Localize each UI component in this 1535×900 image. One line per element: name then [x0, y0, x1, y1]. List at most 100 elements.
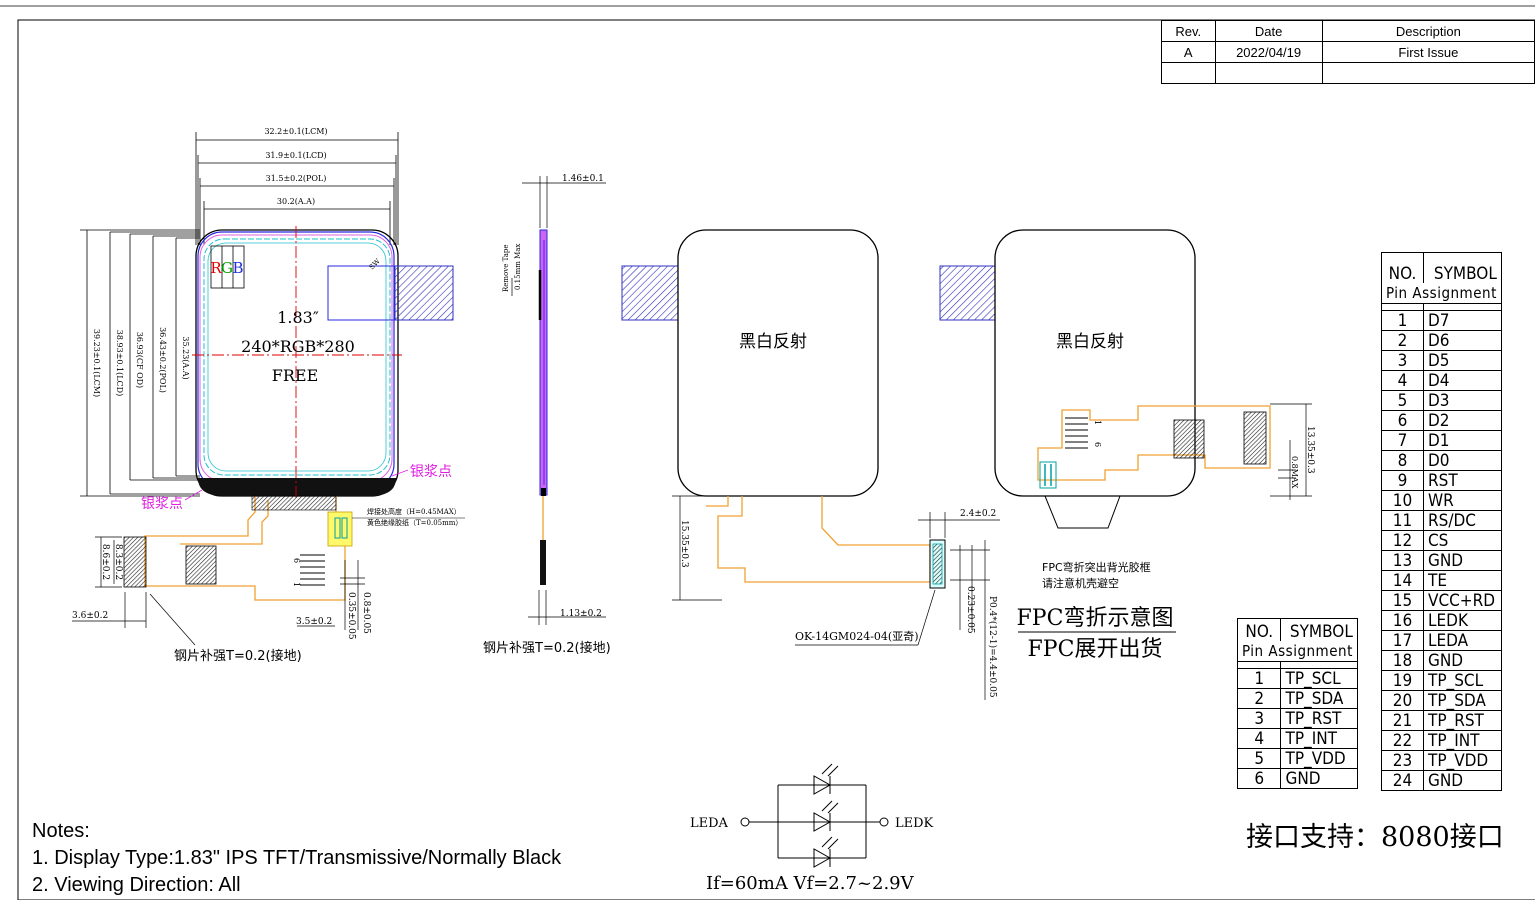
- pin-number: 24: [1381, 770, 1424, 791]
- dim-3-5: 3.5±0.2: [296, 617, 332, 627]
- pin-number: 7: [1381, 430, 1424, 451]
- rgb-g: G: [221, 259, 233, 277]
- pin-symbol: CS: [1422, 530, 1502, 551]
- pin-symbol: D0: [1422, 450, 1502, 471]
- pin-number: 6: [1236, 768, 1282, 789]
- pin-number: 20: [1381, 690, 1424, 711]
- pin-no-header: NO.: [1236, 618, 1282, 641]
- pin-symbol: VCC+RD: [1422, 590, 1502, 611]
- revision-row: A 2022/04/19 First Issue: [1161, 41, 1535, 63]
- pin-symbol: GND: [1422, 650, 1502, 671]
- pin-number: 23: [1381, 750, 1424, 771]
- revision-table: Rev. Date Description A 2022/04/19 First…: [1161, 20, 1535, 84]
- tape-dim: 0.15mm Max: [514, 244, 522, 290]
- pin-symbol: LEDK: [1422, 610, 1502, 631]
- notes-block: Notes: 1. Display Type:1.83" IPS TFT/Tra…: [32, 818, 561, 899]
- pin-symbol-header: SYMBOL: [1423, 252, 1502, 283]
- pin-number: 2: [1236, 688, 1282, 709]
- pin-symbol: D6: [1422, 330, 1502, 351]
- pin-symbol: D3: [1422, 390, 1502, 411]
- pin-symbol: GND: [1422, 770, 1502, 791]
- pin-number: 21: [1381, 710, 1424, 731]
- pin-number: 12: [1381, 530, 1424, 551]
- connector-label: OK-14GM024-04(亚奇): [795, 630, 919, 643]
- pin-table-subheader: Pin Assignment: [1237, 641, 1358, 662]
- revision-row-empty: [1161, 62, 1535, 84]
- pin-symbol: D2: [1422, 410, 1502, 431]
- pin-label-1-front: 1: [292, 582, 301, 587]
- stiffener-note-side: 钢片补强T=0.2(接地): [483, 640, 611, 656]
- pin-assignment-header: Pin Assignment: [1237, 641, 1358, 662]
- rgb-r: R: [210, 259, 222, 277]
- dim-lcd-width: 31.9±0.1(LCD): [265, 151, 326, 160]
- panel-free: FREE: [272, 366, 319, 385]
- side-view: 1.46±0.1 Remove Tape 0.15mm Max 1.13±0.2…: [483, 174, 611, 656]
- dim-aa-width: 30.2(A.A): [277, 197, 315, 206]
- rev-cell: A: [1161, 41, 1216, 63]
- pin-number: 17: [1381, 630, 1424, 651]
- rev-header: Rev.: [1161, 20, 1216, 42]
- led-spec: If=60mA Vf=2.7~2.9V: [706, 873, 915, 894]
- label-bw-reflect-left: 黑白反射: [739, 332, 807, 352]
- pin-symbol: TP_RST: [1422, 710, 1502, 731]
- dim-15-35: 15.35±0.3: [679, 520, 689, 568]
- dim-lcm-height: 39.23±0.1(LCM): [92, 329, 101, 397]
- pin-symbol: D4: [1422, 370, 1502, 391]
- fpc-note-2: 请注意机壳避空: [1042, 576, 1119, 590]
- silver-point-right: 银浆点: [410, 464, 452, 480]
- pin-number: 13: [1381, 550, 1424, 571]
- date-cell-empty: [1214, 62, 1323, 84]
- pin-table-spacer: [1236, 661, 1358, 669]
- pin-symbol: D5: [1422, 350, 1502, 371]
- rgb-b: B: [232, 259, 243, 277]
- notes-line-2: 2. Viewing Direction: All: [32, 874, 241, 896]
- spacer-cell: [1236, 661, 1282, 669]
- date-header: Date: [1214, 20, 1323, 42]
- pin-symbol: TP_SDA: [1422, 690, 1502, 711]
- pin-number: 11: [1381, 510, 1424, 531]
- fpc-unfold-title: FPC展开出货: [1028, 637, 1163, 662]
- pin-symbol: D1: [1422, 430, 1502, 451]
- side-thickness-bottom: 1.13±0.2: [560, 609, 602, 619]
- pin-table-header: NO.SYMBOL: [1236, 618, 1358, 641]
- notes-title: Notes:: [32, 820, 90, 842]
- description-header: Description: [1321, 20, 1535, 42]
- spacer-cell: [1422, 303, 1502, 311]
- pin-symbol: GND: [1280, 768, 1358, 789]
- dim-lcm-width: 32.2±0.1(LCM): [264, 127, 327, 136]
- pin-symbol-header: SYMBOL: [1280, 618, 1358, 641]
- pin-symbol: TP_SCL: [1280, 668, 1358, 689]
- pin-symbol: TP_RST: [1280, 708, 1358, 729]
- fpc-note-1: FPC弯折突出背光胶框: [1042, 560, 1151, 574]
- fpc-bend-title: FPC弯折示意图: [1017, 606, 1174, 631]
- pin-number: 1: [1381, 310, 1424, 331]
- solder-height-note: 焊接处高度（H=0.45MAX）: [367, 507, 461, 516]
- dim-0-8: 0.8±0.05: [361, 592, 371, 634]
- dim-pol-width: 31.5±0.2(POL): [266, 174, 327, 183]
- pin-symbol: D7: [1422, 310, 1502, 331]
- led-circuit: [740, 763, 889, 868]
- pin-symbol: RST: [1422, 470, 1502, 491]
